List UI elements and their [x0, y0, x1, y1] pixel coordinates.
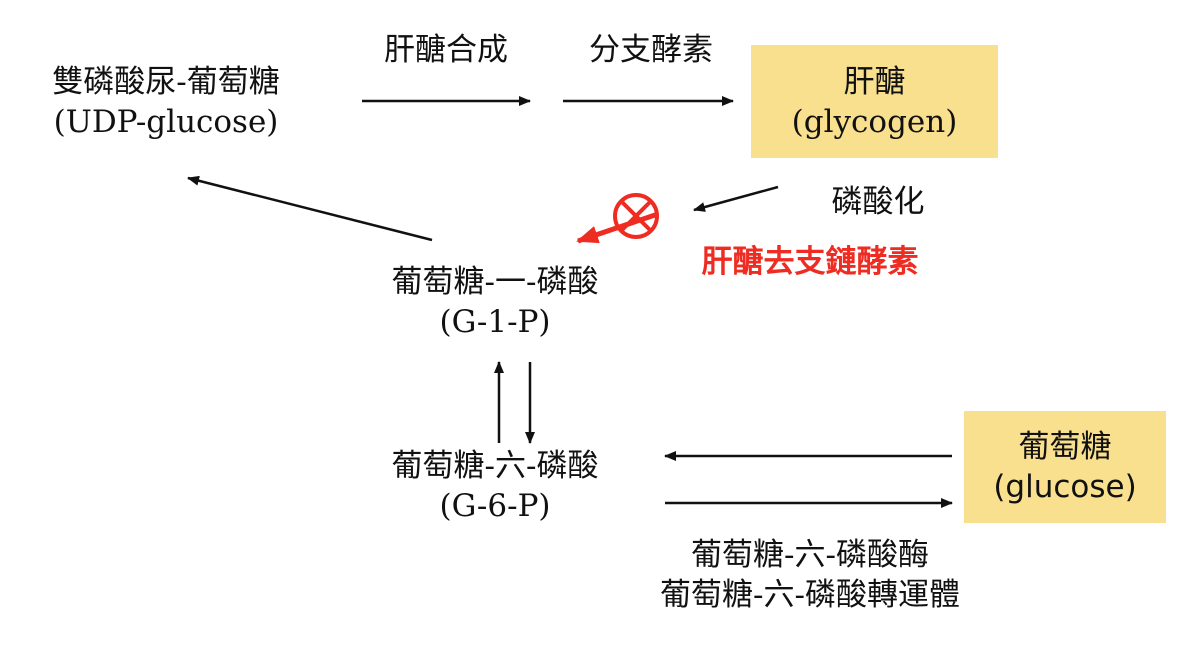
arrow-g1p-to-udp: [187, 175, 433, 242]
node-udp-glucose: 雙磷酸尿-葡萄糖 (UDP-glucose): [0, 62, 332, 142]
g1p-en: (G-1-P): [439, 304, 551, 340]
g6p-zh: 葡萄糖-六-磷酸: [391, 448, 599, 484]
arrow-phosphorylation: [693, 185, 779, 212]
glucose-en: (glucose): [993, 469, 1137, 505]
g6p-en: (G-6-P): [439, 488, 551, 524]
label-g6pase: 葡萄糖-六-磷酸酶: [691, 537, 929, 573]
glucose-zh: 葡萄糖: [1018, 429, 1112, 465]
udp-glucose-zh: 雙磷酸尿-葡萄糖: [52, 64, 280, 100]
node-glucose: 葡萄糖 (glucose): [964, 411, 1166, 523]
label-branching-enzyme: 分支酵素: [589, 32, 713, 68]
g1p-zh: 葡萄糖-一-磷酸: [391, 264, 599, 300]
label-g6pase-transporter: 葡萄糖-六-磷酸酶 葡萄糖-六-磷酸轉運體: [600, 535, 1020, 615]
label-g6p-transporter: 葡萄糖-六-磷酸轉運體: [660, 577, 960, 613]
glycogen-en: (glycogen): [791, 103, 958, 140]
glycogen-zh: 肝醣: [843, 63, 906, 100]
label-phosphorylation: 磷酸化: [831, 184, 925, 220]
node-g6p: 葡萄糖-六-磷酸 (G-6-P): [345, 446, 645, 526]
prohibited-circle-icon: [613, 193, 659, 239]
udp-glucose-en: (UDP-glucose): [53, 104, 279, 140]
label-glycogen-synthase: 肝醣合成: [384, 32, 508, 68]
node-glycogen: 肝醣 (glycogen): [751, 45, 998, 158]
label-debranching-enzyme: 肝醣去支鏈酵素: [701, 244, 919, 280]
node-g1p: 葡萄糖-一-磷酸 (G-1-P): [345, 262, 645, 342]
